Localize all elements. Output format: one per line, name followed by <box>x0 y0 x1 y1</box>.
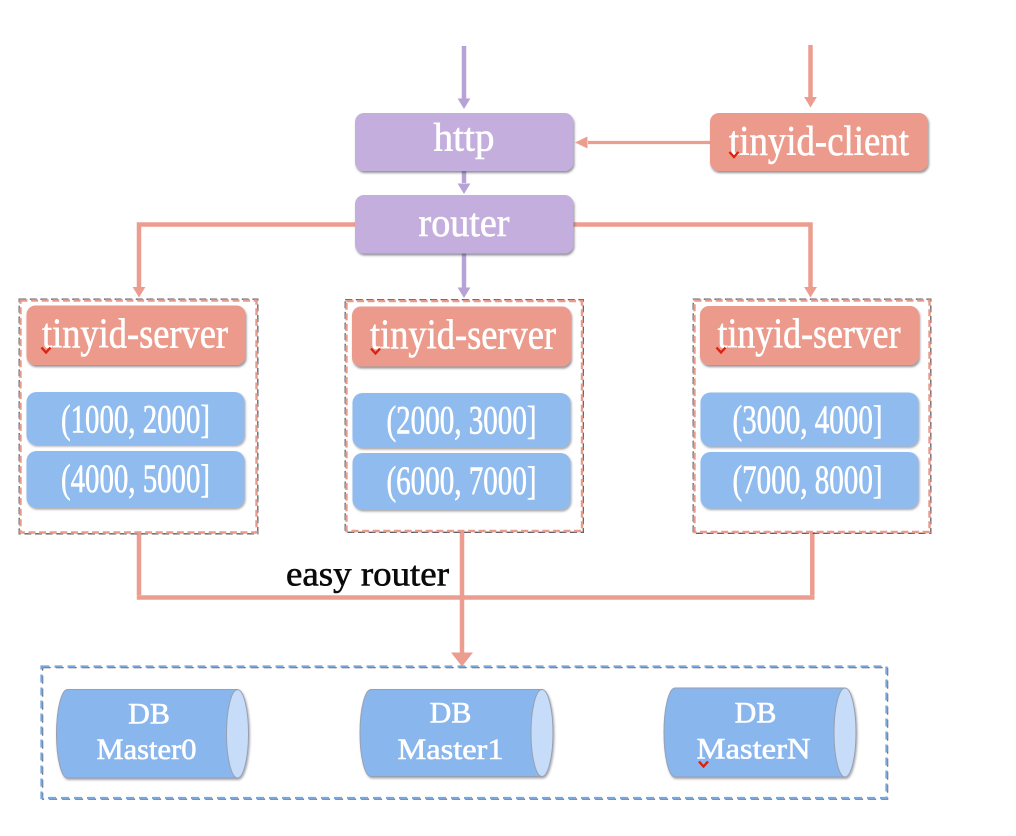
svg-text:MasterN: MasterN <box>697 733 811 766</box>
svg-text:(4000, 5000]: (4000, 5000] <box>61 456 210 501</box>
svg-text:(2000, 3000]: (2000, 3000] <box>387 398 537 443</box>
svg-text:router: router <box>419 200 510 245</box>
svg-text:Master1: Master1 <box>398 733 504 766</box>
svg-text:(7000, 8000]: (7000, 8000] <box>733 457 883 502</box>
svg-text:DB: DB <box>128 698 170 731</box>
svg-text:DB: DB <box>430 697 472 730</box>
svg-text:(6000, 7000]: (6000, 7000] <box>387 458 537 503</box>
svg-text:DB: DB <box>735 697 777 730</box>
svg-text:tinyid-client: tinyid-client <box>729 119 909 165</box>
svg-text:easy router: easy router <box>286 555 449 594</box>
svg-text:(3000, 4000]: (3000, 4000] <box>733 397 883 442</box>
svg-text:Master0: Master0 <box>97 733 197 766</box>
svg-text:tinyid-server: tinyid-server <box>370 313 556 359</box>
svg-text:http: http <box>434 115 495 160</box>
svg-text:tinyid-server: tinyid-server <box>718 312 901 358</box>
svg-text:tinyid-server: tinyid-server <box>42 312 228 358</box>
svg-text:(1000, 2000]: (1000, 2000] <box>61 397 210 442</box>
